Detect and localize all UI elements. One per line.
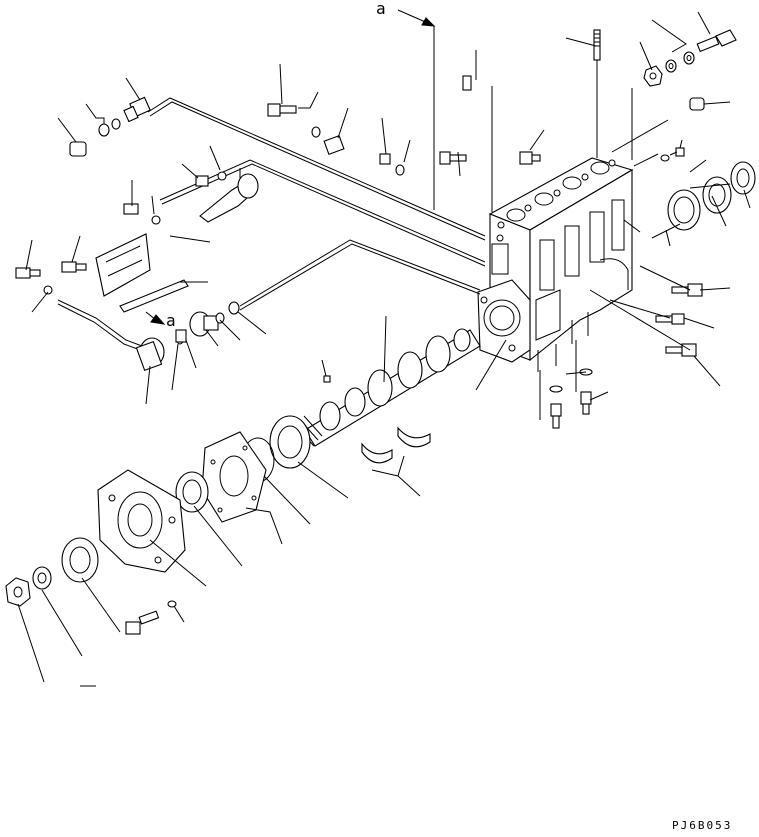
washer-top-right-2 bbox=[665, 59, 677, 73]
bolt-bottom-2 bbox=[579, 368, 593, 415]
bearing-right bbox=[667, 189, 701, 231]
washer-upper-mid bbox=[311, 126, 321, 138]
washer-mid-1 bbox=[215, 312, 225, 324]
washer-mid-2 bbox=[228, 301, 240, 315]
bolt-top-right bbox=[696, 29, 737, 53]
governor-flange bbox=[97, 469, 186, 573]
washer-upper-left-1 bbox=[111, 118, 121, 130]
pump-housing bbox=[477, 157, 634, 372]
bolt-left-2 bbox=[61, 261, 87, 273]
washer-upper-left-2 bbox=[98, 123, 110, 137]
half-bearing-2 bbox=[397, 426, 431, 448]
bolt-top-middle-2 bbox=[519, 151, 541, 165]
washer-front bbox=[32, 566, 52, 590]
drive-gear-front bbox=[61, 537, 99, 583]
bolt-mid-left-2 bbox=[123, 203, 161, 225]
reference-arrow-left bbox=[145, 311, 166, 325]
nut-upper-mid bbox=[379, 153, 405, 176]
bearing-front bbox=[175, 471, 209, 513]
bolt-right-1 bbox=[671, 283, 703, 297]
washer-top-right-1 bbox=[683, 51, 695, 65]
bracket-plate bbox=[95, 233, 151, 297]
fuel-pipe-upper bbox=[147, 97, 486, 241]
plug-right bbox=[689, 97, 705, 111]
reference-arrow-top bbox=[397, 9, 436, 27]
half-bearing-1 bbox=[361, 442, 393, 464]
bolt-bottom-1 bbox=[549, 385, 563, 429]
nut-front bbox=[5, 577, 31, 607]
solenoid-sensor bbox=[135, 337, 165, 372]
key-small bbox=[323, 375, 331, 383]
fuel-pipe-lower bbox=[239, 239, 481, 311]
bearing-cover bbox=[201, 431, 267, 523]
leader-lines bbox=[17, 11, 751, 687]
nut-top-right bbox=[643, 65, 663, 87]
bolt-left-1 bbox=[15, 267, 41, 279]
gasket-strip bbox=[119, 279, 189, 313]
wire-harness bbox=[57, 299, 143, 351]
reference-label-a-left: a bbox=[166, 311, 176, 330]
reference-label-a-top: a bbox=[376, 0, 386, 18]
sensor-connector bbox=[199, 173, 259, 223]
bolt-upper-mid-1 bbox=[267, 103, 297, 117]
stud-bolt-top bbox=[593, 29, 601, 158]
shim-small-top bbox=[462, 75, 472, 91]
bearing-cage bbox=[269, 415, 311, 469]
screw-right-small bbox=[660, 147, 685, 162]
camshaft bbox=[295, 328, 481, 447]
fitting-upper-mid bbox=[323, 134, 345, 156]
gear-ring-far-right bbox=[730, 161, 756, 195]
cap-left bbox=[69, 141, 87, 157]
nut-small-left bbox=[175, 329, 187, 343]
bolt-right-3 bbox=[665, 343, 697, 357]
drawing-code: PJ6B053 bbox=[672, 819, 732, 832]
bolt-flange bbox=[125, 600, 177, 635]
bolt-mid-left-1 bbox=[195, 171, 227, 187]
fuel-pipe-middle bbox=[159, 159, 486, 267]
adapter-left bbox=[189, 311, 219, 337]
bolt-top-middle-1 bbox=[439, 151, 467, 165]
washer-left bbox=[43, 285, 53, 295]
plug-fitting-upper bbox=[123, 96, 151, 123]
